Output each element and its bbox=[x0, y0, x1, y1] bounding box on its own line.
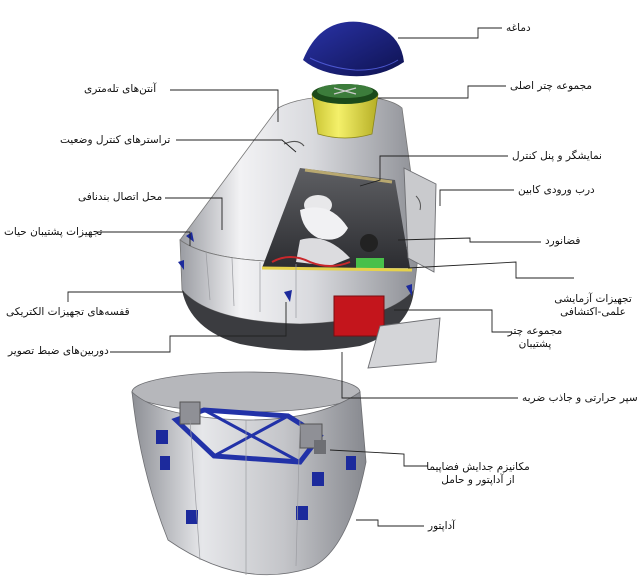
label-backup-parachute: مجموعه چتر پشتیبان bbox=[500, 325, 570, 351]
label-cameras: دوربین‌های ضبط تصویر bbox=[8, 345, 109, 357]
label-electrical-bay: قفسه‌های تجهیزات الکتریکی bbox=[6, 306, 130, 318]
parachute-hatch-panel bbox=[367, 317, 441, 369]
hatch-door bbox=[403, 167, 437, 273]
capsule-body bbox=[178, 95, 421, 351]
label-cabin-hatch: درب ورودی کابین bbox=[518, 184, 595, 196]
label-nose-cap: دماغه bbox=[506, 22, 531, 34]
nose-cap-part bbox=[303, 21, 404, 77]
label-separation-line2: از آداپتور و حامل bbox=[441, 474, 515, 486]
label-umbilical: محل اتصال بندنافی bbox=[78, 191, 163, 203]
label-telemetry-antenna: آنتن‌های تله‌متری bbox=[84, 83, 157, 95]
label-attitude-thrusters: تراسترهای کنترل وضعیت bbox=[60, 134, 171, 146]
adapter-part bbox=[131, 371, 367, 576]
label-backup-parachute-line1: مجموعه چتر bbox=[507, 325, 563, 337]
label-heat-shield: سپر حرارتی و جاذب ضربه bbox=[522, 392, 638, 404]
astronaut-figure bbox=[296, 195, 384, 268]
main-parachute-part bbox=[311, 84, 379, 139]
label-science-equipment-line1: تجهیزات آزمایشی bbox=[554, 293, 632, 305]
label-display-panel: نمایشگر و پنل کنترل bbox=[512, 150, 602, 162]
leader-lines bbox=[67, 27, 574, 527]
label-science-equipment: تجهیزات آزمایشی علمی-اکتشافی bbox=[550, 293, 636, 319]
label-astronaut: فضانورد bbox=[545, 235, 581, 247]
label-main-parachute: مجموعه چتر اصلی bbox=[510, 80, 592, 92]
label-science-equipment-line2: علمی-اکتشافی bbox=[560, 306, 626, 318]
label-separation-mechanism: مکانیزم جدایش فضاپیما از آداپتور و حامل bbox=[420, 461, 536, 487]
label-adapter: آداپتور bbox=[428, 520, 456, 532]
label-backup-parachute-line2: پشتیبان bbox=[518, 338, 552, 350]
backup-parachute-box bbox=[333, 295, 385, 337]
label-life-support: تجهیزات پشتیبان حیات bbox=[4, 226, 103, 238]
label-separation-line1: مکانیزم جدایش فضاپیما bbox=[426, 461, 530, 473]
